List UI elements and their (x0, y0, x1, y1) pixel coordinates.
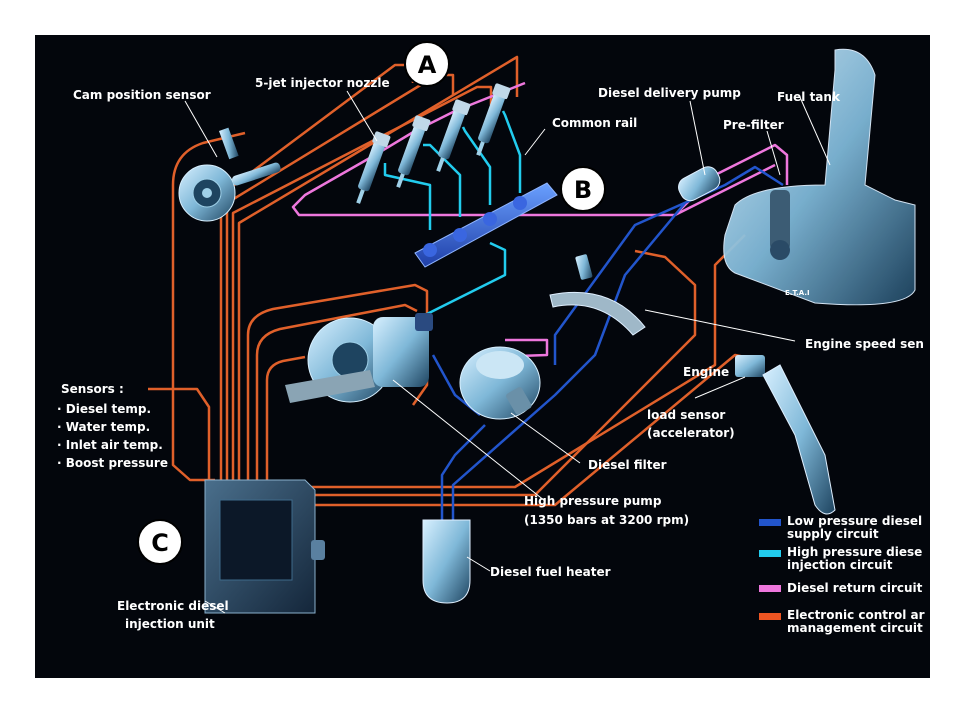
high-pressure-circuit (383, 110, 522, 322)
wire-sensors (148, 387, 211, 480)
legend-swatch (759, 550, 781, 557)
leader-lines (184, 90, 831, 614)
svg-text:Sensors :: Sensors : (61, 382, 124, 396)
wire-hp-pump (246, 283, 429, 480)
label-fuel-heater: Diesel fuel heater (490, 565, 611, 579)
injector-2 (396, 115, 431, 188)
hp-pump-to-rail (414, 241, 507, 322)
legend-swatch (759, 613, 781, 620)
label-pre-filter: Pre-filter (723, 118, 784, 132)
electronic-injection-unit (204, 479, 325, 614)
svg-text:B: B (574, 176, 592, 204)
svg-text:C: C (151, 529, 169, 557)
label-delivery-pump: Diesel delivery pump (598, 86, 741, 100)
sensors-list: Sensors : · Diesel temp. · Water temp. ·… (57, 382, 168, 470)
svg-text:A: A (418, 51, 437, 79)
diesel-delivery-pump (678, 166, 721, 202)
svg-text:Low pressure diesel: Low pressure diesel (787, 514, 922, 528)
engine-load-sensor (735, 355, 836, 515)
high-pressure-pump (285, 313, 433, 403)
legend-item-electronic: Electronic control ar management circuit (759, 608, 925, 635)
diesel-filter (459, 346, 541, 420)
legend-item-low-pressure: Low pressure diesel supply circuit (759, 514, 922, 541)
svg-text:· Diesel temp.: · Diesel temp. (57, 402, 151, 416)
label-injector-nozzle: 5-jet injector nozzle (255, 76, 390, 90)
svg-text:injection unit: injection unit (125, 617, 215, 631)
injector-3 (436, 99, 471, 172)
wire-injector-3 (231, 85, 493, 480)
legend-swatch (759, 585, 781, 592)
label-engine-speed: Engine speed sen (805, 337, 924, 351)
svg-text:Electronic control ar: Electronic control ar (787, 608, 925, 622)
svg-text:injection circuit: injection circuit (787, 558, 893, 572)
svg-text:Electronic diesel: Electronic diesel (117, 599, 229, 613)
label-common-rail: Common rail (552, 116, 637, 130)
label-fuel-tank: Fuel tank (777, 90, 841, 104)
low-pressure-circuit (431, 165, 784, 520)
legend-item-return: Diesel return circuit (759, 581, 923, 595)
injector-4 (476, 83, 511, 156)
lp-heater-return (451, 202, 686, 520)
svg-text:· Inlet air temp.: · Inlet air temp. (57, 438, 163, 452)
tank-mark: E.T.A.I (785, 289, 810, 297)
svg-text:Engine: Engine (683, 365, 729, 379)
hp-rail-inj-2 (423, 143, 462, 217)
lp-heater-supply (440, 424, 486, 520)
return-tank (674, 163, 776, 217)
svg-text:· Water temp.: · Water temp. (57, 420, 150, 434)
wire-engine-speed (265, 355, 306, 480)
svg-text:management circuit: management circuit (787, 621, 923, 635)
svg-text:High pressure pump: High pressure pump (524, 494, 662, 508)
svg-text:supply circuit: supply circuit (787, 527, 879, 541)
common-rail (414, 182, 558, 268)
svg-text:load sensor: load sensor (647, 408, 725, 422)
marker-c: C (137, 519, 183, 565)
engine-speed-sensor (549, 254, 646, 336)
fuel-tank: E.T.A.I (723, 48, 916, 306)
wire-cam-sensor (171, 131, 246, 482)
wire-injector-4 (237, 55, 519, 480)
fuel-system-diagram: E.T.A.I A B C (57, 41, 925, 635)
label-engine-load: Engine load sensor (accelerator) (647, 365, 735, 440)
injector-1 (356, 131, 391, 204)
label-cam-sensor: Cam position sensor (73, 88, 211, 102)
svg-text:Diesel return circuit: Diesel return circuit (787, 581, 923, 595)
label-ecu: Electronic diesel injection unit (117, 599, 229, 631)
svg-text:(1350 bars at 3200 rpm): (1350 bars at 3200 rpm) (524, 513, 689, 527)
wire-pump-ctrl (255, 303, 418, 480)
hp-rail-inj-3 (461, 126, 492, 205)
label-diesel-filter: Diesel filter (588, 458, 667, 472)
svg-text:High pressure diese: High pressure diese (787, 545, 922, 559)
diesel-fuel-heater (422, 519, 471, 604)
lp-tank-to-pump (553, 165, 784, 365)
marker-b: B (560, 166, 606, 212)
legend-swatch (759, 519, 781, 526)
legend-item-high-pressure: High pressure diese injection circuit (759, 545, 922, 572)
legend: Low pressure diesel supply circuit High … (759, 514, 925, 635)
svg-text:(accelerator): (accelerator) (647, 426, 735, 440)
diagram-canvas: E.T.A.I A B C (35, 35, 930, 678)
marker-a: A (404, 41, 450, 87)
hp-rail-inj-4 (501, 110, 522, 193)
svg-text:· Boost pressure: · Boost pressure (57, 456, 168, 470)
cam-position-sensor (178, 127, 281, 222)
hp-rail-inj-1 (383, 163, 432, 230)
wire-injector-1 (219, 63, 415, 480)
label-hp-pump: High pressure pump (1350 bars at 3200 rp… (524, 494, 689, 527)
